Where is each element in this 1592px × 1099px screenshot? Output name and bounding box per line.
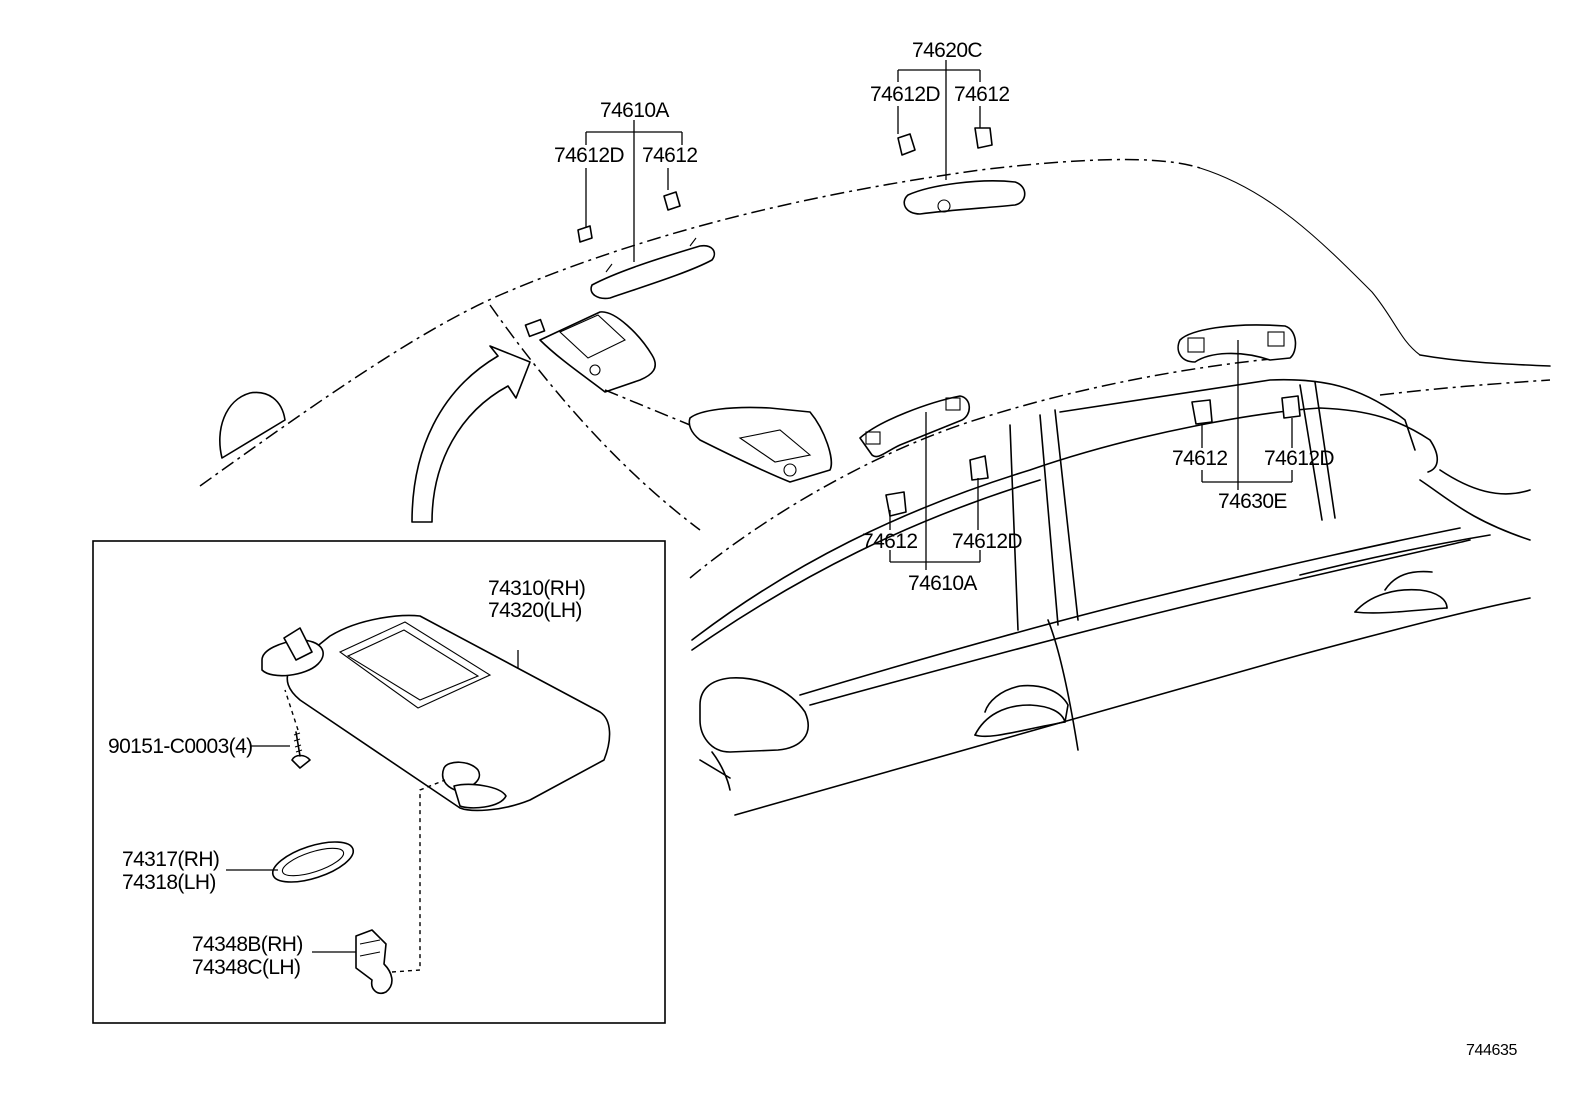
assist-grip-roof bbox=[903, 180, 1026, 215]
diagram-id: 744635 bbox=[1466, 1042, 1517, 1059]
label-roof-grip-clip: 74612 bbox=[954, 83, 1009, 106]
sun-visor-lh-installed bbox=[688, 406, 833, 483]
label-rear-grip-group: 74630E bbox=[1218, 490, 1287, 513]
label-front-grip-clip: 74612 bbox=[862, 530, 917, 553]
sun-visor-rh-installed bbox=[524, 311, 656, 393]
mirror-cover-icon bbox=[226, 841, 355, 883]
visor-holder-icon bbox=[312, 779, 446, 995]
sun-visor-detail bbox=[261, 614, 611, 812]
label-front-grip-group: 74610A bbox=[908, 572, 977, 595]
clip-icons bbox=[577, 127, 1301, 517]
label-roof-grip-group: 74620C bbox=[912, 39, 982, 62]
part-labels: 74610A 74612D 74612 74620C 74612D 74612 … bbox=[108, 39, 1518, 1059]
visor-dash-line bbox=[604, 389, 691, 426]
assist-grip-rear-side bbox=[1177, 324, 1297, 363]
leader-lines bbox=[585, 60, 1293, 570]
label-mirror-cover-rh: 74317(RH) bbox=[122, 848, 219, 871]
label-roof-grip-clip-d: 74612D bbox=[870, 83, 940, 106]
screw-icon bbox=[250, 689, 311, 769]
label-rear-grip-clip-d: 74612D bbox=[1264, 447, 1334, 470]
label-visor-lh: 74320(LH) bbox=[488, 599, 582, 622]
car-body-outline bbox=[199, 158, 1551, 816]
label-rh-grip-clip-d: 74612D bbox=[554, 144, 624, 167]
label-screw: 90151-C0003(4) bbox=[108, 735, 253, 758]
label-holder-lh: 74348C(LH) bbox=[192, 956, 300, 979]
label-front-grip-clip-d: 74612D bbox=[952, 530, 1022, 553]
detail-box bbox=[92, 540, 666, 1024]
label-rh-grip-clip: 74612 bbox=[642, 144, 697, 167]
detail-arrow bbox=[411, 345, 531, 523]
label-holder-rh: 74348B(RH) bbox=[192, 933, 303, 956]
assist-grip-front-roof bbox=[590, 237, 716, 300]
label-mirror-cover-lh: 74318(LH) bbox=[122, 871, 216, 894]
label-visor-rh: 74310(RH) bbox=[488, 577, 585, 600]
label-rh-grip-group: 74610A bbox=[600, 99, 669, 122]
label-rear-grip-clip: 74612 bbox=[1172, 447, 1227, 470]
assist-grip-front-side bbox=[859, 395, 971, 458]
